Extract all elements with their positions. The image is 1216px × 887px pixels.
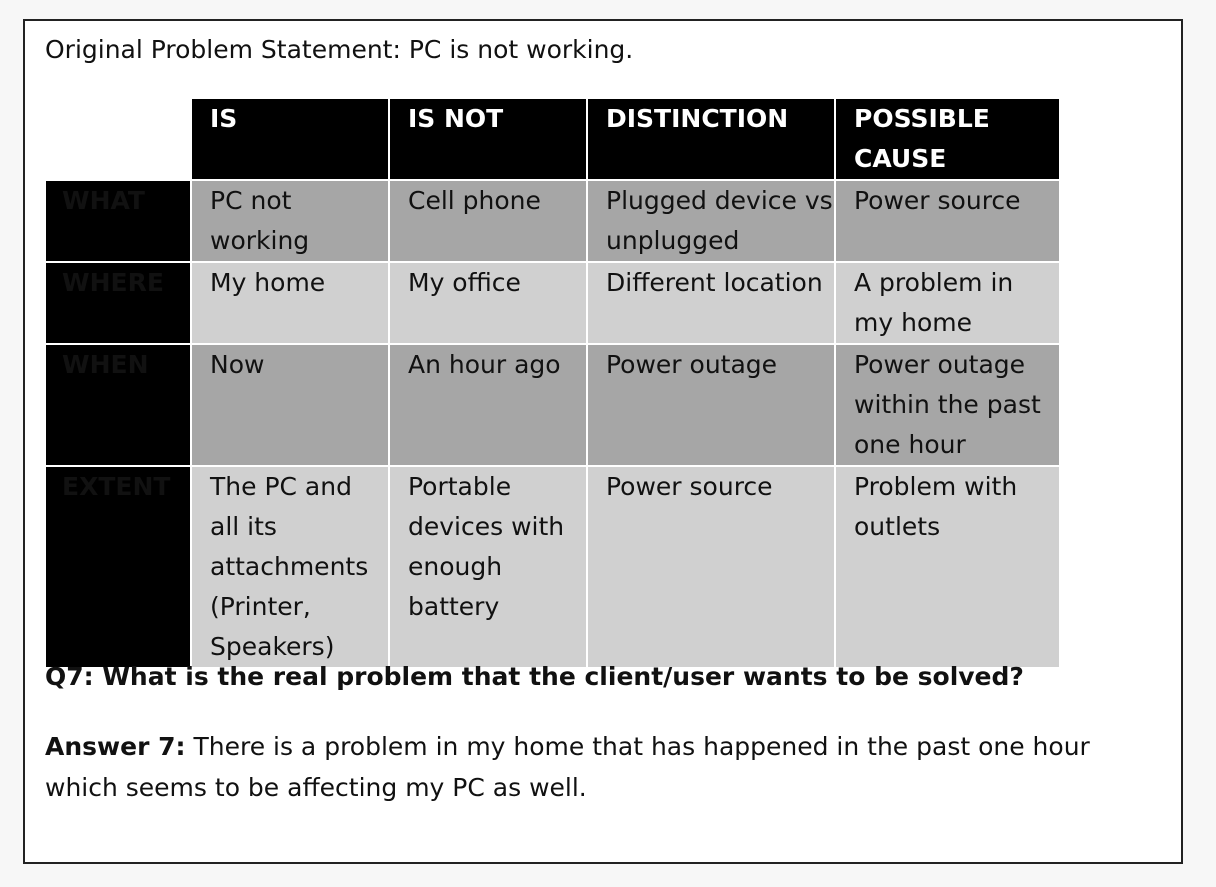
table-header-row: IS IS NOT DISTINCTION POSSIBLE CAUSE — [46, 99, 1061, 181]
problem-statement: Original Problem Statement: PC is not wo… — [45, 35, 634, 64]
row-label-where: WHERE — [46, 262, 192, 345]
table-cell: Cell phone — [389, 180, 588, 263]
table-cell: Problem with outlets — [835, 466, 1061, 669]
table-row-where: WHERE My home My office Different locati… — [46, 262, 1061, 345]
table-cell: An hour ago — [389, 344, 588, 467]
is-is-not-table: IS IS NOT DISTINCTION POSSIBLE CAUSE WHA… — [46, 99, 1061, 669]
question-7: Q7: What is the real problem that the cl… — [45, 662, 1024, 691]
table-cell: The PC and all its attachments (Printer,… — [191, 466, 390, 669]
column-header-is: IS — [191, 99, 390, 181]
document-page: Original Problem Statement: PC is not wo… — [23, 19, 1183, 864]
answer-label: Answer 7: — [45, 732, 186, 761]
table-cell: Power outage within the past one hour — [835, 344, 1061, 467]
row-label-when: WHEN — [46, 344, 192, 467]
table-cell: My home — [191, 262, 390, 345]
column-header-possible-cause: POSSIBLE CAUSE — [835, 99, 1061, 181]
header-blank-cell — [46, 99, 192, 181]
row-label-what: WHAT — [46, 180, 192, 263]
table-cell: Power source — [835, 180, 1061, 263]
answer-7: Answer 7: There is a problem in my home … — [45, 726, 1165, 808]
column-header-is-not: IS NOT — [389, 99, 588, 181]
column-header-distinction: DISTINCTION — [587, 99, 836, 181]
table-row-when: WHEN Now An hour ago Power outage Power … — [46, 344, 1061, 467]
table-cell: PC not working — [191, 180, 390, 263]
table-row-extent: EXTENT The PC and all its attachments (P… — [46, 466, 1061, 669]
table-cell: Power source — [587, 466, 836, 669]
table-row-what: WHAT PC not working Cell phone Plugged d… — [46, 180, 1061, 263]
table-cell: A problem in my home — [835, 262, 1061, 345]
table-cell: Plugged device vs unplugged — [587, 180, 836, 263]
answer-text: There is a problem in my home that has h… — [45, 732, 1090, 802]
table-cell: My office — [389, 262, 588, 345]
table-cell: Portable devices with enough battery — [389, 466, 588, 669]
row-label-extent: EXTENT — [46, 466, 192, 669]
table-cell: Power outage — [587, 344, 836, 467]
table-cell: Different location — [587, 262, 836, 345]
table-cell: Now — [191, 344, 390, 467]
